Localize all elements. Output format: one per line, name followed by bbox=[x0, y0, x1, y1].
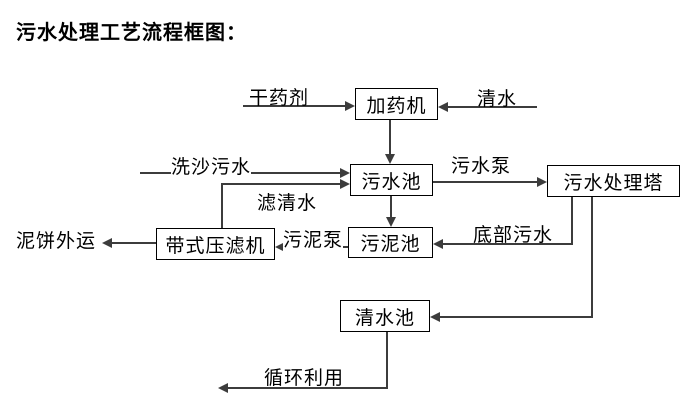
edge-sewage-pump-line bbox=[433, 181, 537, 183]
edge-tower-to-clear-vline bbox=[591, 197, 593, 318]
edge-tower-to-clear-hline bbox=[440, 316, 593, 318]
arrowhead-sewage-to-sludge-icon bbox=[386, 217, 396, 227]
edge-label-sludge-pump: 污泥泵 bbox=[283, 225, 344, 252]
edge-bottom-sewage-hline bbox=[443, 243, 573, 245]
arrowhead-recycling-icon bbox=[218, 383, 228, 393]
node-clear-water-pool: 清水池 bbox=[340, 300, 430, 332]
edge-dry-agent-line bbox=[243, 105, 345, 107]
node-sludge-pool-label: 污泥池 bbox=[360, 233, 421, 255]
node-clear-water-pool-label: 清水池 bbox=[354, 306, 415, 329]
node-sewage-treatment-tower-label: 污水处理塔 bbox=[563, 171, 664, 194]
arrowhead-dry-agent-icon bbox=[345, 101, 355, 111]
node-belt-filter-press: 带式压滤机 bbox=[156, 228, 275, 260]
edge-mud-cake-line bbox=[112, 242, 156, 244]
edge-recycling-vline bbox=[386, 332, 388, 389]
node-belt-filter-press-label: 带式压滤机 bbox=[165, 234, 266, 257]
edge-bottom-sewage-vline bbox=[571, 197, 573, 245]
edge-sewage-to-sludge-line bbox=[390, 196, 392, 217]
arrowhead-sand-washing-icon bbox=[340, 168, 350, 178]
edge-label-sewage-pump: 污水泵 bbox=[451, 155, 512, 177]
arrowhead-tower-to-clear-icon bbox=[430, 312, 440, 322]
edge-clean-water-line bbox=[448, 106, 537, 108]
node-dosing-machine: 加药机 bbox=[355, 88, 438, 120]
node-sewage-pool-label: 污水池 bbox=[361, 170, 422, 193]
node-sludge-pool: 污泥池 bbox=[348, 227, 433, 258]
edge-label-clean-water: 清水 bbox=[477, 88, 518, 110]
edge-label-sand-washing: 洗沙污水 bbox=[171, 152, 252, 179]
arrowhead-sludge-pump-icon bbox=[275, 242, 285, 252]
node-sewage-treatment-tower: 污水处理塔 bbox=[547, 165, 680, 197]
edge-filtered-water-vline bbox=[221, 184, 223, 228]
edge-label-mud-cake: 泥饼外运 bbox=[16, 230, 97, 252]
arrowhead-clean-water-icon bbox=[438, 102, 448, 112]
edge-recycling-hline bbox=[228, 387, 388, 389]
arrowhead-bottom-sewage-icon bbox=[433, 239, 443, 249]
edge-label-dry-agent: 干药剂 bbox=[249, 87, 310, 109]
arrowhead-mud-cake-icon bbox=[102, 238, 112, 248]
edge-label-filtered-water: 滤清水 bbox=[257, 192, 318, 214]
edge-filtered-water-hline bbox=[221, 183, 340, 185]
arrowhead-dosing-to-sewage-icon bbox=[385, 154, 395, 164]
node-sewage-pool: 污水池 bbox=[350, 164, 433, 196]
arrowhead-filtered-water-icon bbox=[340, 179, 350, 189]
arrowhead-sewage-pump-icon bbox=[537, 177, 547, 187]
page-title: 污水处理工艺流程框图： bbox=[16, 20, 247, 44]
edge-label-bottom-sewage: 底部污水 bbox=[473, 224, 554, 246]
edge-dosing-to-sewage-line bbox=[389, 120, 391, 155]
edge-label-recycling: 循环利用 bbox=[264, 367, 345, 389]
node-dosing-machine-label: 加药机 bbox=[366, 94, 427, 117]
